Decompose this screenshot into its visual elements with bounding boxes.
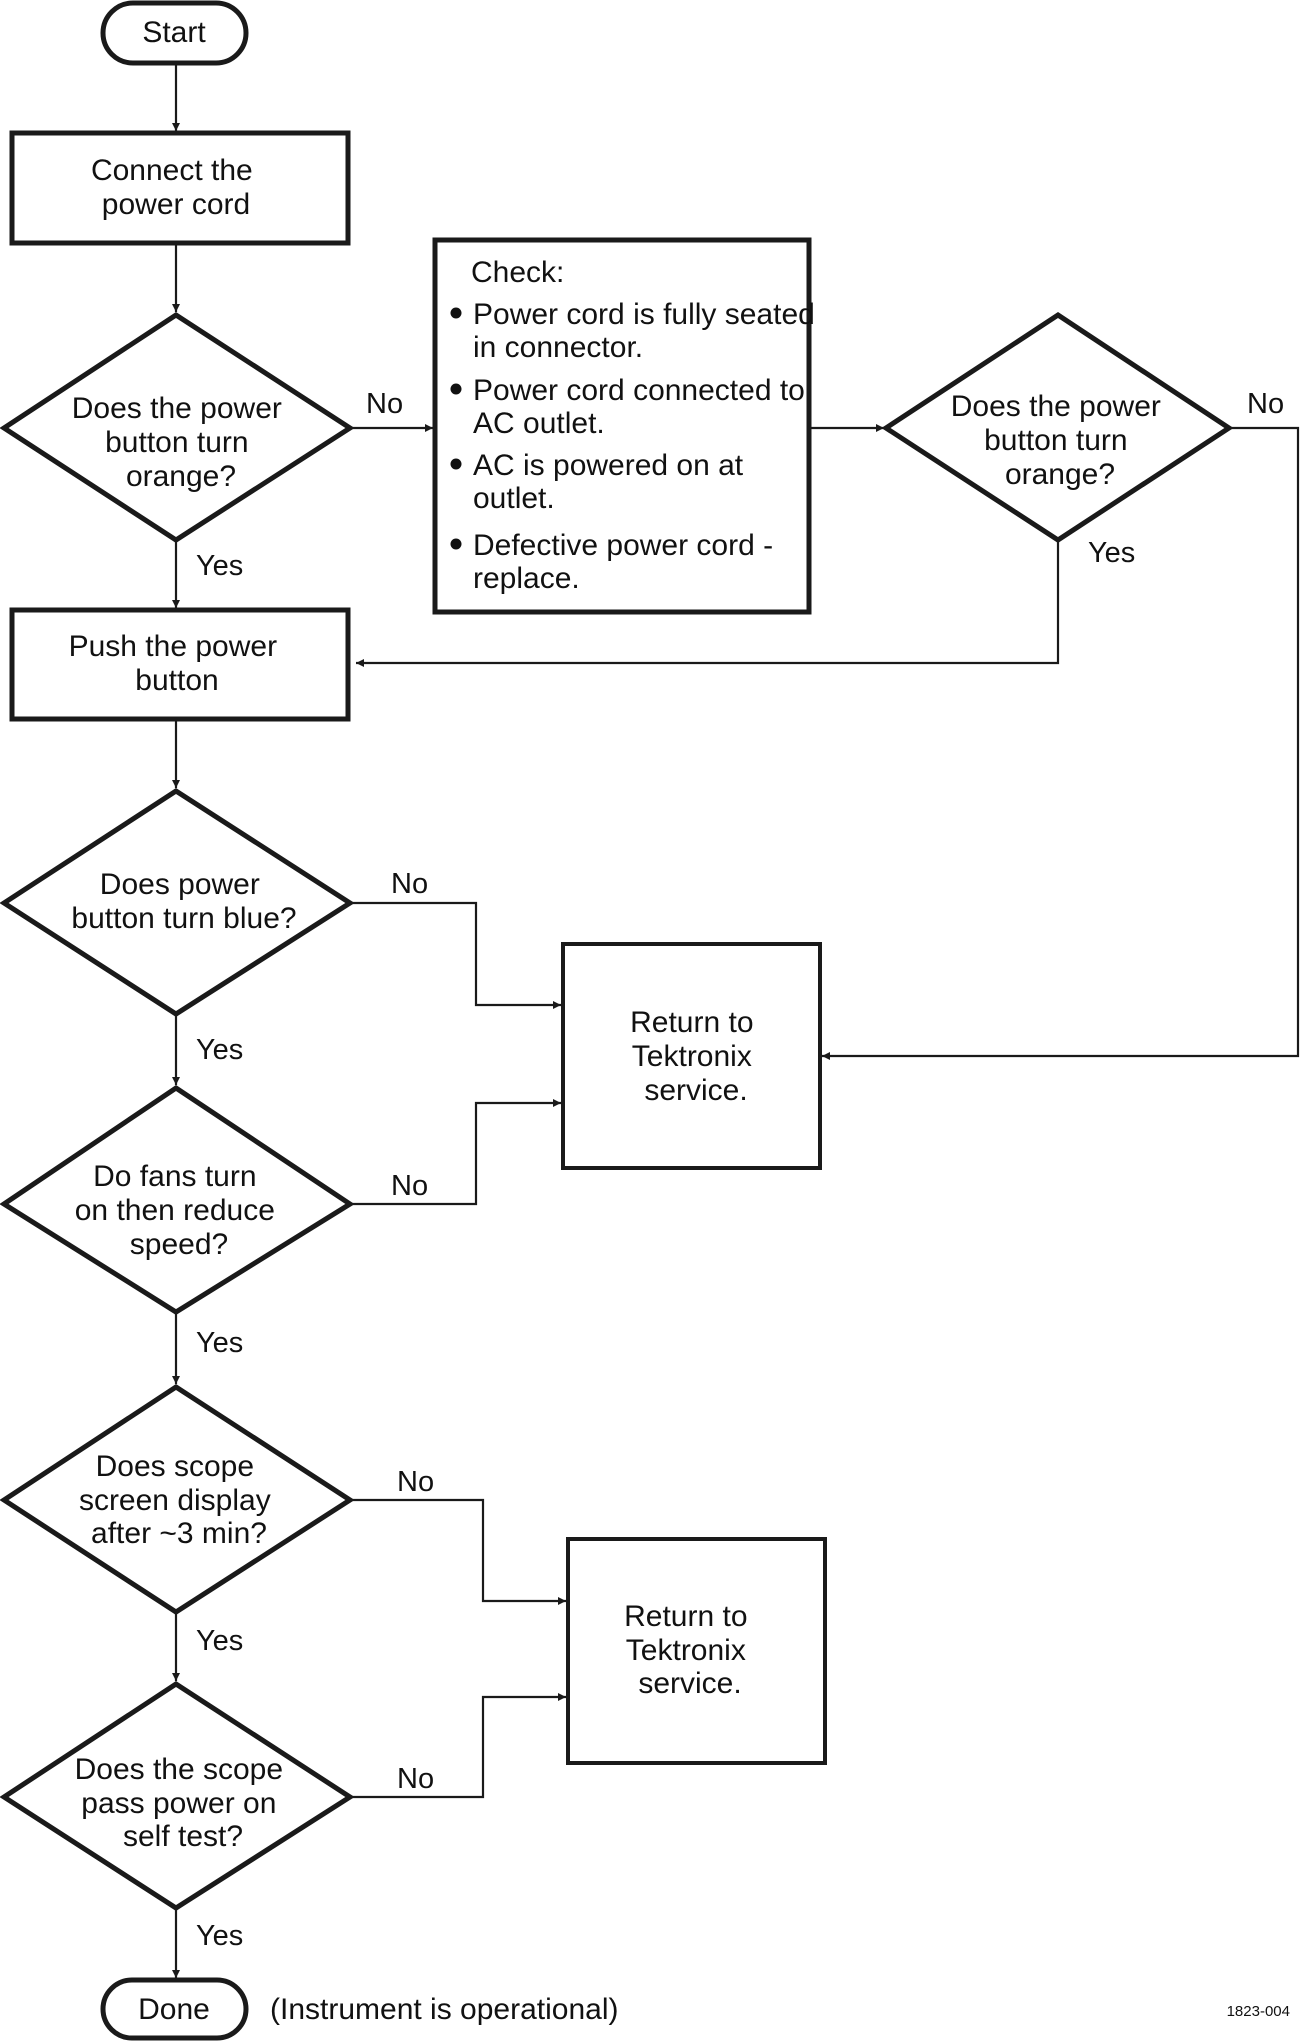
decision-orange-2-line-3: orange?	[1005, 458, 1115, 491]
return-2-text: Return to Tektronix service.	[624, 1600, 756, 1700]
no-label-fans: No	[391, 1170, 428, 1202]
decision-orange-1-line-3: orange?	[126, 460, 236, 493]
decision-fans-line-3: speed?	[130, 1228, 228, 1261]
check-item-3-line-1: AC is powered on at	[473, 449, 744, 482]
connect-line-1: Connect the	[91, 154, 253, 187]
decision-screen-line-3: after ~3 min?	[91, 1517, 267, 1550]
decision-screen-text: Does scope screen display after ~3 min?	[79, 1450, 279, 1550]
bullet-1	[450, 307, 462, 319]
decision-blue: Does power button turn blue? No Yes	[0, 788, 428, 1066]
decision-blue-line-2: button turn blue?	[71, 902, 296, 935]
return-1-line-2: Tektronix	[632, 1040, 752, 1073]
decision-self-test: Does the scope pass power on self test? …	[0, 1681, 434, 1952]
decision-orange-1-line-2: button turn	[105, 426, 248, 459]
decision-fans: Do fans turn on then reduce speed? No Ye…	[0, 1084, 428, 1359]
connectors	[172, 64, 1300, 1978]
return-1-line-1: Return to	[630, 1006, 753, 1039]
decision-fans-line-2: on then reduce	[75, 1194, 275, 1227]
yes-label-orange-2: Yes	[1088, 537, 1135, 569]
arrow-orange-q2-no-to-return-1	[822, 426, 1300, 1060]
no-label-orange-1: No	[366, 388, 403, 420]
decision-fans-text: Do fans turn on then reduce speed?	[75, 1160, 284, 1261]
return-1-line-3: service.	[644, 1074, 747, 1107]
decision-self-test-line-3: self test?	[123, 1820, 243, 1853]
yes-label-blue: Yes	[196, 1034, 243, 1066]
check-item-4-line-2: replace.	[473, 562, 580, 595]
decision-screen-line-2: screen display	[79, 1484, 271, 1517]
no-label-self-test: No	[397, 1763, 434, 1795]
check-item-1-line-2: in connector.	[473, 331, 643, 364]
start-terminal: Start	[100, 0, 249, 66]
yes-label-screen: Yes	[196, 1625, 243, 1657]
return-2-line-1: Return to	[624, 1600, 747, 1633]
decision-screen-line-1: Does scope	[96, 1450, 254, 1483]
no-label-orange-2: No	[1247, 388, 1284, 420]
check-item-2-line-2: AC outlet.	[473, 407, 605, 440]
done-note: (Instrument is operational)	[270, 1993, 619, 2026]
decision-orange-1: Does the power button turn orange? No Ye…	[0, 312, 403, 582]
bullet-4	[450, 538, 462, 550]
decision-orange-2-text: Does the power button turn orange?	[951, 390, 1169, 491]
push-line-2: button	[135, 664, 218, 697]
decision-orange-2-line-2: button turn	[984, 424, 1127, 457]
check-list-box: Check: Power cord is fully seated in con…	[432, 237, 823, 615]
figure-id: 1823-004	[1227, 2003, 1290, 2020]
decision-blue-text: Does power button turn blue?	[71, 868, 296, 935]
arrow-orange-q2-yes-to-push	[356, 540, 1060, 667]
yes-label-fans: Yes	[196, 1327, 243, 1359]
check-heading: Check:	[471, 256, 564, 289]
decision-orange-2: Does the power button turn orange? No Ye…	[881, 312, 1284, 569]
bullet-2	[450, 383, 462, 395]
check-item-3: AC is powered on at outlet.	[473, 449, 752, 515]
decision-fans-line-1: Do fans turn	[93, 1160, 256, 1193]
no-label-blue: No	[391, 868, 428, 900]
bullet-3	[450, 458, 462, 470]
decision-self-test-line-1: Does the scope	[75, 1753, 283, 1786]
decision-orange-2-line-1: Does the power	[951, 390, 1161, 423]
arrow-selftest-q-no-to-return-2	[350, 1693, 566, 1799]
push-step-text: Push the power button	[69, 630, 286, 697]
arrow-fans-q-no-to-return-1	[350, 1099, 561, 1206]
return-2-line-2: Tektronix	[626, 1634, 746, 1667]
yes-label-self-test: Yes	[196, 1920, 243, 1952]
no-label-screen: No	[397, 1466, 434, 1498]
decision-screen: Does scope screen display after ~3 min? …	[0, 1384, 434, 1657]
arrow-blue-q-no-to-return-1	[350, 901, 561, 1009]
start-label: Start	[142, 16, 206, 49]
done-label: Done	[138, 1993, 210, 2026]
return-1-text: Return to Tektronix service.	[630, 1006, 762, 1107]
decision-blue-line-1: Does power	[100, 868, 260, 901]
connect-line-2: power cord	[102, 188, 250, 221]
push-power-button-step: Push the power button	[9, 607, 351, 722]
check-item-1-line-1: Power cord is fully seated	[473, 298, 815, 331]
check-item-4-line-1: Defective power cord -	[473, 529, 773, 562]
connect-step-text: Connect the power cord	[91, 154, 261, 221]
done-terminal: Done	[100, 1977, 249, 2041]
return-to-service-1: Return to Tektronix service.	[561, 942, 822, 1170]
yes-label-orange-1: Yes	[196, 550, 243, 582]
arrow-screen-q-no-to-return-2	[350, 1498, 566, 1605]
connect-power-cord-step: Connect the power cord	[9, 130, 351, 246]
check-item-3-line-2: outlet.	[473, 482, 555, 515]
return-2-line-3: service.	[638, 1667, 741, 1700]
check-item-2: Power cord connected to AC outlet.	[473, 374, 813, 440]
decision-orange-1-text: Does the power button turn orange?	[72, 392, 290, 493]
return-to-service-2: Return to Tektronix service.	[566, 1537, 827, 1765]
decision-self-test-text: Does the scope pass power on self test?	[75, 1753, 292, 1853]
decision-orange-1-line-1: Does the power	[72, 392, 282, 425]
push-line-1: Push the power	[69, 630, 277, 663]
decision-self-test-line-2: pass power on	[81, 1787, 276, 1820]
check-item-4: Defective power cord - replace.	[473, 529, 781, 595]
check-item-1: Power cord is fully seated in connector.	[473, 298, 823, 364]
check-item-2-line-1: Power cord connected to	[473, 374, 805, 407]
